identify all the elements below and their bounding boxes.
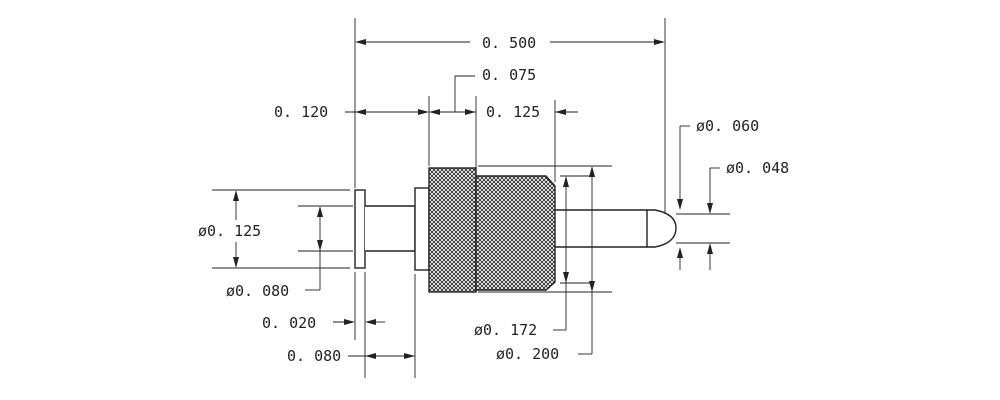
dim-front-length: 0. 120: [274, 96, 477, 170]
dim-flange-diameter: ø0. 125: [198, 189, 350, 269]
flange-thickness-label: 0. 020: [262, 314, 316, 332]
overall-length-label: 0. 500: [482, 34, 536, 52]
pin: [555, 209, 647, 248]
pin-extension: [676, 213, 730, 244]
flange: [354, 189, 366, 269]
dim-flange-thickness: 0. 020: [262, 272, 385, 378]
dim-knurl-length: 0. 125: [486, 100, 578, 182]
body-diameter-label: ø0. 172: [474, 321, 537, 339]
shank-diameter-label: ø0. 080: [226, 282, 289, 300]
dim-shank-length: 0. 080: [287, 274, 416, 378]
dim-body-diameter: ø0. 172: [474, 175, 590, 339]
flange-diameter-label: ø0. 125: [198, 222, 261, 240]
dim-overall-length: 0. 500: [354, 18, 666, 214]
dim-tip-diameter: ø0. 060: [677, 117, 759, 270]
knurl-step-label: 0. 075: [482, 66, 536, 84]
dim-pin-diameter: ø0. 048: [707, 159, 789, 270]
knurled-front: [475, 175, 556, 291]
shank: [365, 205, 416, 252]
part-outline: [354, 167, 730, 293]
dim-knurl-diameter: ø0. 200: [478, 165, 612, 363]
front-length-label: 0. 120: [274, 103, 328, 121]
knurl-diameter-label: ø0. 200: [496, 345, 559, 363]
dim-shank-diameter: ø0. 080: [226, 205, 353, 300]
knurled-body: [428, 167, 477, 293]
pin-tip: [646, 209, 677, 248]
dim-knurl-step: 0. 075: [454, 66, 536, 112]
tip-diameter-label: ø0. 060: [696, 117, 759, 135]
collar: [414, 187, 430, 271]
pin-diameter-label: ø0. 048: [726, 159, 789, 177]
knurl-length-label: 0. 125: [486, 103, 540, 121]
shank-length-label: 0. 080: [287, 347, 341, 365]
